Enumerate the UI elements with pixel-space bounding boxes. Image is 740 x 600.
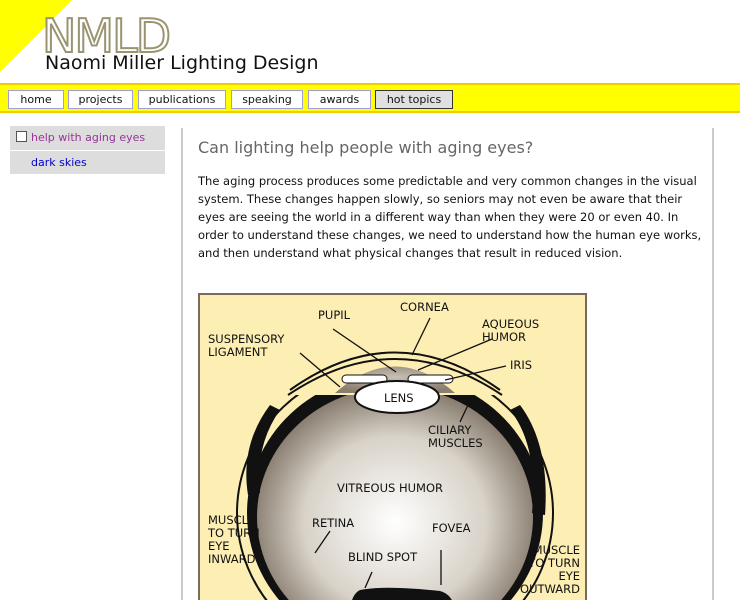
sidebar: help with aging eyes dark skies xyxy=(10,126,165,174)
label-outward-3: EYE xyxy=(558,569,580,583)
sidebar-item-label: help with aging eyes xyxy=(31,131,146,144)
intro-paragraph: The aging process produces some predicta… xyxy=(198,174,702,260)
content-panel: Can lighting help people with aging eyes… xyxy=(181,128,714,600)
label-outward-4: OUTWARD xyxy=(520,582,580,596)
label-retina: RETINA xyxy=(312,516,354,530)
label-ciliary-1: CILIARY xyxy=(428,423,472,437)
nav-home[interactable]: home xyxy=(8,90,64,109)
label-pupil: PUPIL xyxy=(318,308,351,322)
label-outward-1: MUSCLE xyxy=(533,543,580,557)
label-suspensory-1: SUSPENSORY xyxy=(208,332,285,346)
label-inward-3: EYE xyxy=(208,539,230,553)
label-ciliary-2: MUSCLES xyxy=(428,436,483,450)
label-suspensory-2: LIGAMENT xyxy=(208,345,268,359)
logo-text: NMLD xyxy=(42,10,169,56)
eye-diagram: PUPIL CORNEA AQUEOUS HUMOR SUSPENSORY LI… xyxy=(198,293,587,600)
label-iris: IRIS xyxy=(510,358,532,372)
sidebar-item-aging-eyes[interactable]: help with aging eyes xyxy=(10,126,165,150)
label-aqueous-1: AQUEOUS xyxy=(482,317,539,331)
nav-projects[interactable]: projects xyxy=(68,90,133,109)
label-inward-1: MUSCLE xyxy=(208,513,255,527)
nav-hot-topics[interactable]: hot topics xyxy=(375,90,453,109)
sidebar-item-dark-skies[interactable]: dark skies xyxy=(10,150,165,174)
label-inward-2: TO TURN xyxy=(207,526,260,540)
site-name: Naomi Miller Lighting Design xyxy=(45,52,319,74)
sidebar-item-label: dark skies xyxy=(31,156,87,169)
label-vitreous: VITREOUS HUMOR xyxy=(337,481,443,495)
nav-publications[interactable]: publications xyxy=(138,90,226,109)
label-inward-4: INWARD xyxy=(208,552,256,566)
label-fovea: FOVEA xyxy=(432,521,471,535)
label-blind-spot: BLIND SPOT xyxy=(348,550,418,564)
nmld-logo[interactable]: NMLD xyxy=(40,8,172,64)
nav-awards[interactable]: awards xyxy=(308,90,371,109)
nav-speaking[interactable]: speaking xyxy=(231,90,303,109)
label-outward-2: TO TURN xyxy=(527,556,580,570)
page-title: Can lighting help people with aging eyes… xyxy=(198,138,534,157)
label-cornea: CORNEA xyxy=(400,300,449,314)
main-nav: home projects publications speaking awar… xyxy=(0,83,740,113)
label-lens: LENS xyxy=(384,391,414,405)
corner-accent xyxy=(0,0,72,72)
label-aqueous-2: HUMOR xyxy=(482,330,526,344)
checkbox-icon xyxy=(16,131,27,142)
